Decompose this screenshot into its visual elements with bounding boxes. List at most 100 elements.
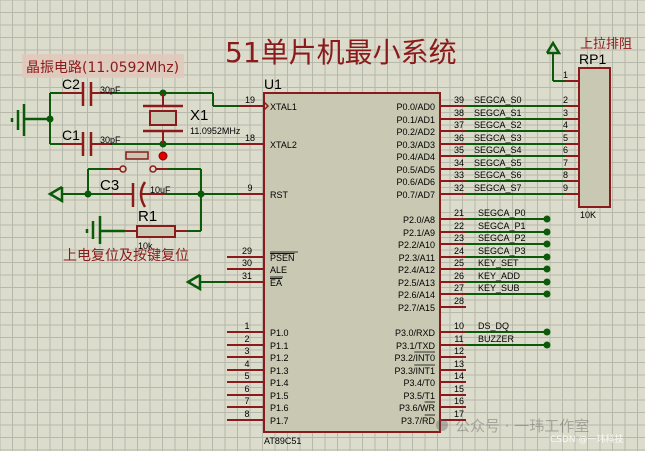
wechat-icon xyxy=(436,419,448,431)
net-label: KEY_ADD xyxy=(478,271,521,281)
net-terminal[interactable] xyxy=(543,341,551,349)
schematic-title: 51单片机最小系统 xyxy=(225,36,457,69)
pin-number: 36 xyxy=(454,133,464,143)
pin-name: P2.0/A8 xyxy=(403,215,435,225)
pin-number: 33 xyxy=(454,170,464,180)
pin-name: P1.4 xyxy=(270,378,289,388)
pin-number: 21 xyxy=(454,208,464,218)
pin-number: 12 xyxy=(454,346,464,356)
pin-name: ALE xyxy=(270,265,287,275)
pin-number: 4 xyxy=(244,359,249,369)
button-actuator-icon[interactable] xyxy=(158,151,168,161)
net-terminal[interactable] xyxy=(543,265,551,273)
pin-number: 10 xyxy=(454,321,464,331)
pin-name: P3.3/INT1 xyxy=(394,366,435,376)
u1-pin-4[interactable]: 4P1.3 xyxy=(227,359,289,376)
u1-pin-1[interactable]: 1P1.0 xyxy=(227,321,289,338)
pin-name: P0.3/AD3 xyxy=(396,140,435,150)
pin-number: 25 xyxy=(454,258,464,268)
pin-name: P2.4/A12 xyxy=(398,265,435,275)
rp1-body[interactable] xyxy=(578,67,611,208)
pin-name: P1.2 xyxy=(270,353,289,363)
pin-name: P3.0/RXD xyxy=(395,328,436,338)
pin-number: 31 xyxy=(242,271,252,281)
net-label: SEGCA_S0 xyxy=(474,95,522,105)
ground-icon xyxy=(10,104,50,136)
pin-name: P2.1/A9 xyxy=(403,228,435,238)
net-terminal[interactable] xyxy=(543,328,551,336)
net-label: SEGCA_S5 xyxy=(474,158,522,168)
pin-name: PSEN xyxy=(270,253,295,263)
rp1-ref: RP1 xyxy=(579,51,606,67)
pin-number: 27 xyxy=(454,283,464,293)
net-terminal[interactable] xyxy=(543,228,551,236)
u1-pin-8[interactable]: 8P1.7 xyxy=(227,409,289,426)
crystal-circuit-label: 晶振电路(11.0592Mhz) xyxy=(26,60,179,76)
pin-number: 39 xyxy=(454,95,464,105)
pin-number: 5 xyxy=(244,371,249,381)
c3-ref: C3 xyxy=(100,177,119,194)
pin-name: EA xyxy=(270,278,282,288)
rp1-pin-number: 2 xyxy=(563,95,568,105)
u1-pin-7[interactable]: 7P1.6 xyxy=(227,396,289,413)
pin-name: XTAL1 xyxy=(270,102,297,112)
rp1-pin-number: 8 xyxy=(563,170,568,180)
u1-part: AT89C51 xyxy=(264,436,301,446)
u1-chip-body[interactable] xyxy=(263,92,441,433)
pin-name: P2.3/A11 xyxy=(399,253,435,263)
pin-number: 24 xyxy=(454,246,464,256)
net-terminal[interactable] xyxy=(543,278,551,286)
net-terminal[interactable] xyxy=(543,215,551,223)
pin-name: P2.5/A13 xyxy=(398,278,435,288)
rp1-pin-number: 3 xyxy=(563,108,568,118)
pin-name: P3.7/RD xyxy=(401,416,436,426)
c1-value: 30pF xyxy=(100,135,121,145)
net-terminal[interactable] xyxy=(543,253,551,261)
reset-pushbutton[interactable] xyxy=(125,151,149,160)
crystal-label-bg xyxy=(22,54,184,78)
u1-pin-2[interactable]: 2P1.1 xyxy=(227,334,289,351)
u1-pin-3[interactable]: 3P1.2 xyxy=(227,346,289,363)
watermark-line2: CSDN @一玮科技 xyxy=(550,433,624,445)
net-label: SEGCA_P2 xyxy=(478,233,526,243)
net-label: DS_DQ xyxy=(478,321,509,331)
net-terminal[interactable] xyxy=(543,290,551,298)
net-terminal[interactable] xyxy=(543,240,551,248)
u1-pin-5[interactable]: 5P1.4 xyxy=(227,371,289,388)
u1-pin-6[interactable]: 6P1.5 xyxy=(227,384,289,401)
x1-value: 11.0952MHz xyxy=(190,126,241,136)
